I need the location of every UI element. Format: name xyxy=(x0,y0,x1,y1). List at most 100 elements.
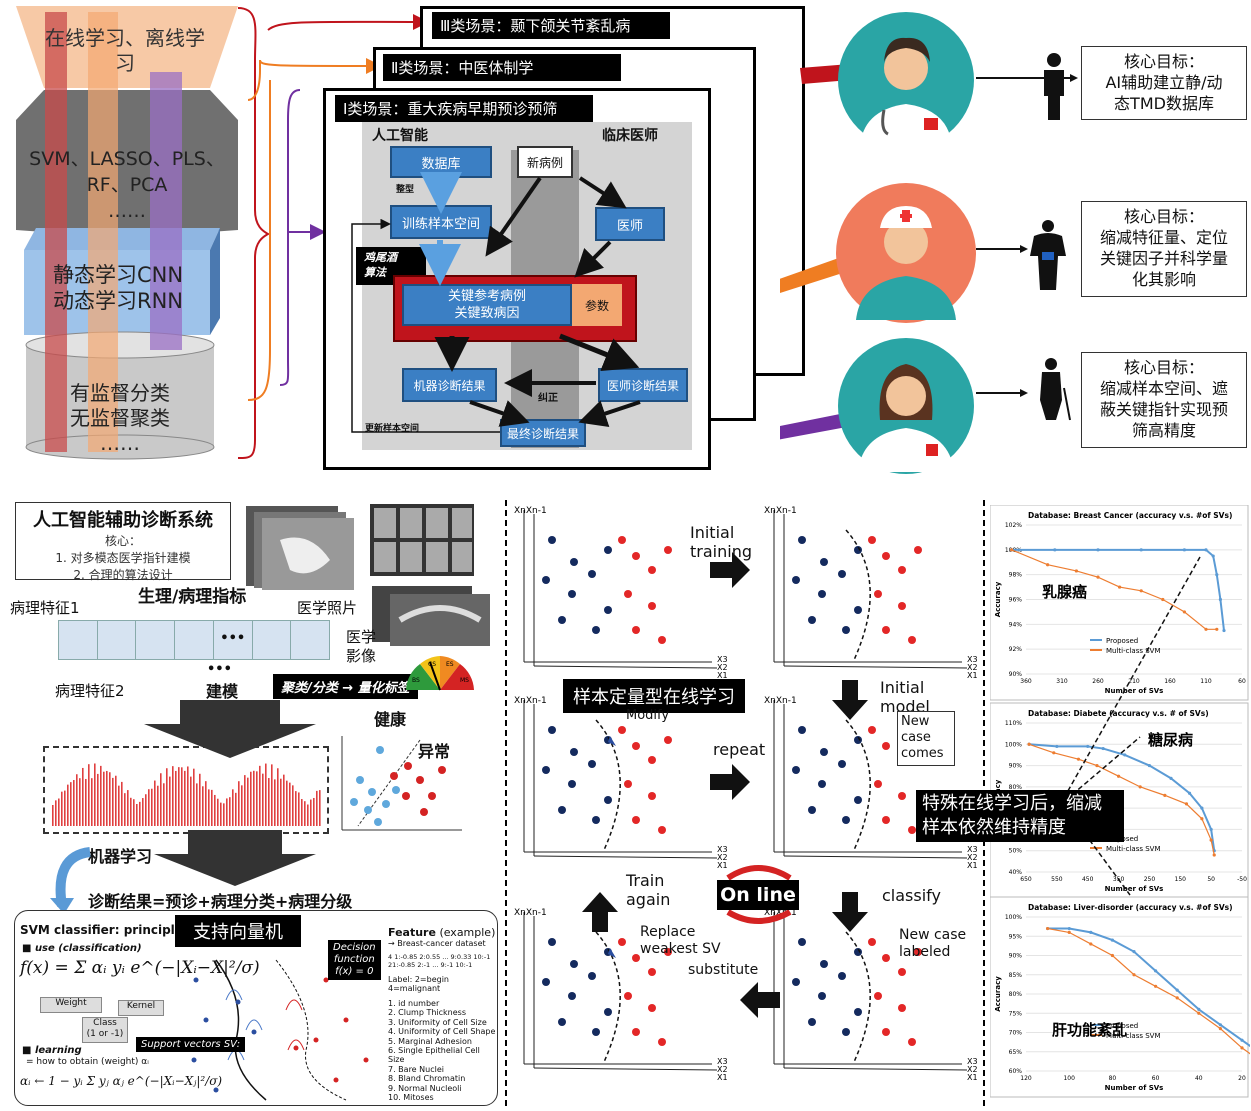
histogram-bar xyxy=(139,801,141,826)
flow-arrow-right xyxy=(710,552,750,588)
scenario-2-label: Ⅱ类场景：中医体制学 xyxy=(383,54,621,81)
system-title-box: 人工智能辅助诊断系统 核心： 1. 对多模态医学指针建模 2. 合理的算法设计 xyxy=(15,502,231,582)
histogram-bar xyxy=(100,765,102,826)
x-axis-label: Number of SVs xyxy=(1105,1084,1164,1092)
axis-label-x1: X1 xyxy=(967,671,978,680)
histogram-bar xyxy=(76,774,78,826)
series-point xyxy=(1200,817,1204,821)
accuracy-chart-1: Database: Breast Cancer (accuracy v.s. #… xyxy=(990,505,1249,701)
blue-point xyxy=(588,972,596,980)
histogram-bar xyxy=(307,804,309,826)
histogram-bar xyxy=(94,763,96,826)
red-point xyxy=(908,636,916,644)
y-tick-label: 75% xyxy=(1009,1010,1023,1017)
series-point xyxy=(1089,930,1093,934)
blue-point xyxy=(588,570,596,578)
histogram-bar xyxy=(133,799,135,826)
histogram-bar xyxy=(82,767,84,826)
series-point xyxy=(1067,926,1071,931)
blue-point xyxy=(838,570,846,578)
series-point xyxy=(1240,1038,1244,1042)
red-point xyxy=(664,546,672,554)
series-point xyxy=(1161,597,1165,602)
pointer-arrow xyxy=(1079,826,1131,896)
series-point xyxy=(1110,938,1114,942)
healthy-abnormal-scatter xyxy=(341,736,462,831)
histogram-bar xyxy=(265,763,267,826)
feature-item: 7. Bare Nuclei xyxy=(388,1064,444,1074)
y-tick-label: 60% xyxy=(1009,1068,1023,1075)
x-tick-label: 550 xyxy=(1051,876,1063,883)
x-tick-label: 250 xyxy=(1144,876,1156,883)
blue-point xyxy=(838,760,846,768)
histogram-bar xyxy=(298,792,300,826)
series-point xyxy=(1154,984,1158,988)
histogram-bar xyxy=(208,789,210,826)
series-point xyxy=(1132,973,1136,977)
phys-label: 生理/病理指标 xyxy=(138,587,247,607)
feature-item: 4. Uniformity of Cell Shape xyxy=(388,1027,496,1037)
axis-label-x2: X2 xyxy=(967,663,978,672)
decision-boundary xyxy=(845,529,871,661)
y-tick-label: 94% xyxy=(1009,621,1023,628)
series-point xyxy=(1215,627,1219,631)
x-tick-label: 360 xyxy=(1020,678,1032,685)
online-badge: On line xyxy=(717,880,799,910)
histogram-bar xyxy=(289,782,291,826)
params-box: 参数 xyxy=(572,284,622,326)
x-axis-label: Number of SVs xyxy=(1105,687,1164,695)
histogram-bar xyxy=(61,791,63,826)
series-point xyxy=(1204,548,1208,552)
signal-histogram xyxy=(52,763,321,826)
final-result-box: 最终诊断结果 xyxy=(500,419,586,447)
key-case-box: 关键参考病例关键致病因 xyxy=(402,284,572,326)
histogram-bar xyxy=(313,797,315,826)
series-point xyxy=(1116,774,1121,778)
red-point xyxy=(624,590,632,598)
blue-point xyxy=(820,558,828,566)
red-point xyxy=(882,954,890,962)
histogram-bar xyxy=(52,805,54,826)
blue-point xyxy=(558,1018,566,1026)
series-point xyxy=(1010,548,1014,552)
online-learning-plots: XnXn-1X3X2X1XnXn-1X3X2X1XnXn-1X3X2X1XnXn… xyxy=(514,506,978,1082)
y-tick-label: 96% xyxy=(1009,597,1023,604)
blue-point xyxy=(588,760,596,768)
histogram-bar xyxy=(196,783,198,826)
histogram-bar xyxy=(253,770,255,826)
red-point xyxy=(632,816,640,824)
series-point xyxy=(1154,969,1158,973)
x-tick-label: 60 xyxy=(1238,678,1246,685)
histogram-bar xyxy=(169,776,171,826)
blue-point xyxy=(604,796,612,804)
histogram-bar xyxy=(280,778,282,826)
series-point xyxy=(1138,785,1142,789)
histogram-bar xyxy=(181,767,183,826)
chart-annotation: 肝功能紊乱 xyxy=(1052,1021,1127,1039)
histogram-bar xyxy=(238,781,240,826)
chart-title: Database: Liver-disorder (accuracy v.s. … xyxy=(1028,903,1233,912)
series-point xyxy=(1076,757,1081,761)
svm-cn-label: 支持向量机 xyxy=(175,915,301,947)
histogram-bar xyxy=(262,773,264,826)
axis-label-x1: X1 xyxy=(967,1073,978,1082)
blue-point xyxy=(558,806,566,814)
red-point xyxy=(632,954,640,962)
histogram-bar xyxy=(274,779,276,826)
feature-vector: ••• xyxy=(58,620,330,660)
axis-label-x2: X2 xyxy=(967,853,978,862)
series-point xyxy=(1123,753,1127,757)
goal-box-2: 核心目标：缩减特征量、定位关键因子并科学量化其影响 xyxy=(1081,201,1247,297)
blue-point xyxy=(542,978,550,986)
histogram-bar xyxy=(250,771,252,826)
histogram-bar xyxy=(178,767,180,826)
red-point xyxy=(624,780,632,788)
histogram-bar xyxy=(190,776,192,826)
histogram-bar xyxy=(160,773,162,826)
histogram-bar xyxy=(244,775,246,826)
series-point xyxy=(1187,791,1192,795)
blue-point xyxy=(854,948,862,956)
x-tick-label: 650 xyxy=(1020,876,1032,883)
blue-point xyxy=(798,726,806,734)
